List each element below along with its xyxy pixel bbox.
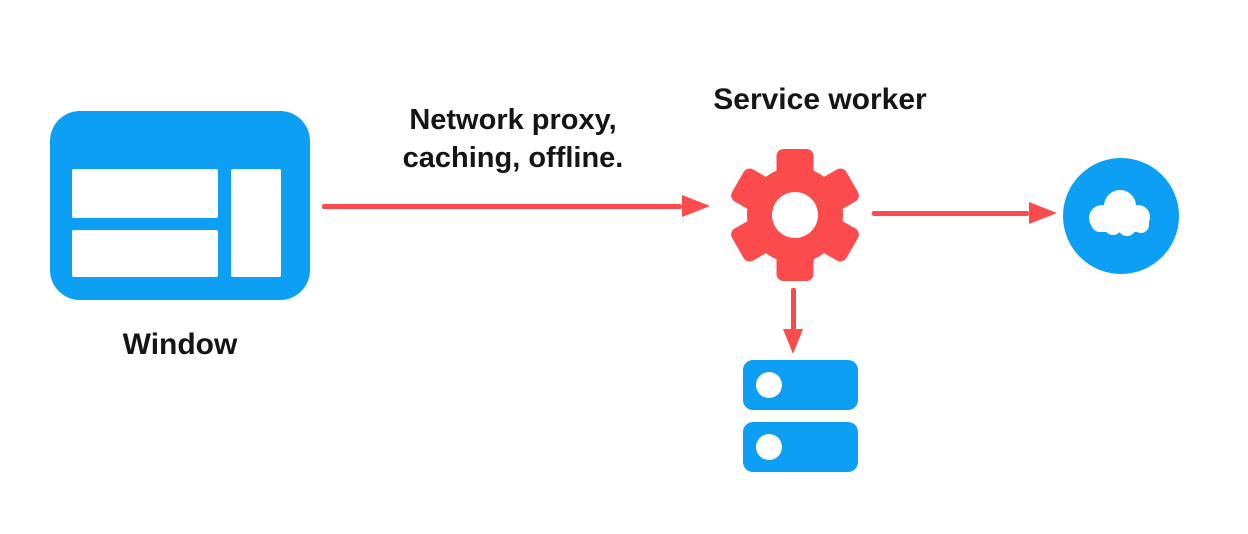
edge-label-line2: caching, offline. [402,142,624,174]
service-worker-title: Service worker [713,83,927,116]
storage-disk [743,360,858,410]
arrow-shaft [322,204,682,209]
window-label: Window [122,328,238,361]
arrow-head [682,195,710,217]
arrow-shaft [872,211,1029,216]
arrow-right-icon [322,195,710,217]
arrow-head [783,329,803,354]
cloud-icon [1063,158,1179,274]
window-pane-top [72,169,218,218]
edge-label-network-proxy: Network proxy, caching, offline. [358,101,668,177]
arrow-right-icon [872,202,1057,224]
edge-label-line1: Network proxy, [409,104,617,136]
arrow-down-icon [782,288,804,354]
gear-icon [731,149,859,281]
disk-dot [756,372,782,398]
disk-dot [756,434,782,460]
arrow-head [1029,202,1057,224]
window-pane-bottom [72,230,218,277]
storage-icon [743,360,858,472]
storage-disk [743,422,858,472]
window-pane-side [231,169,281,277]
window-icon [50,111,310,300]
arrow-shaft [791,288,796,330]
